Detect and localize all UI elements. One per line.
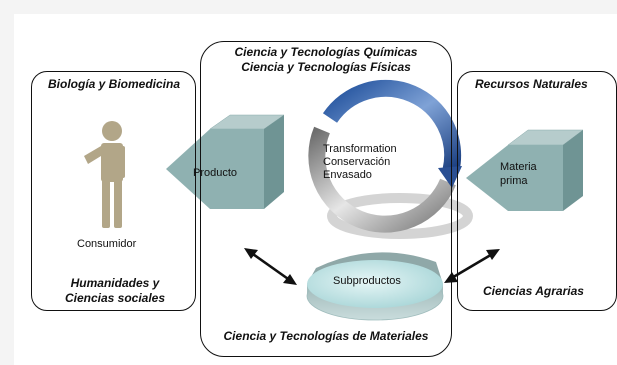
- raw-material-label-line1: Materia: [500, 161, 537, 173]
- raw-material-label-line2: prima: [500, 175, 528, 187]
- raw-material-label: Materia prima: [500, 160, 537, 188]
- left-panel: [31, 71, 196, 311]
- right-panel-title: Recursos Naturales: [475, 77, 588, 91]
- arrow-left-double: [244, 248, 297, 285]
- right-panel: [457, 71, 617, 311]
- ring-line-packaging: Envasado: [323, 169, 372, 181]
- center-panel-footer: Ciencia y Tecnologías de Materiales: [223, 329, 429, 343]
- raw-material-block: [466, 129, 584, 211]
- ring-process-text: Transformation Conservación Envasado: [323, 143, 397, 182]
- left-panel-title: Biología y Biomedicina: [48, 77, 181, 91]
- center-panel: [200, 41, 452, 357]
- center-panel-title-line2: Ciencia y Tecnologías Físicas: [241, 60, 411, 74]
- left-panel-footer-line2: Ciencias sociales: [64, 291, 166, 305]
- raw-material-block-side: [563, 130, 583, 211]
- ring-blue-arrowhead: [438, 166, 462, 188]
- ring-shadow: [327, 193, 473, 239]
- product-block-front: [166, 129, 264, 209]
- byproducts-label: Subproductos: [333, 275, 401, 287]
- right-panel-footer: Ciencias Agrarias: [483, 284, 584, 298]
- center-panel-title-line1: Ciencia y Tecnologías Químicas: [234, 45, 418, 59]
- ring-line-conservation: Conservación: [323, 156, 391, 168]
- consumer-person-icon: [84, 121, 125, 228]
- product-label: Producto: [193, 167, 238, 179]
- left-panel-footer: Humanidades y Ciencias sociales: [40, 276, 190, 306]
- center-panel-title: Ciencia y Tecnologías Químicas Ciencia y…: [210, 45, 442, 75]
- raw-material-block-front: [466, 145, 563, 211]
- ring-line-transformation: Transformation: [323, 143, 397, 155]
- consumer-label: Consumidor: [77, 238, 137, 250]
- left-panel-footer-line1: Humanidades y: [70, 276, 160, 290]
- ring-grey-arc: [308, 126, 456, 233]
- product-block-side: [264, 115, 284, 209]
- product-block: [166, 114, 285, 209]
- byproducts-disc: [306, 252, 444, 321]
